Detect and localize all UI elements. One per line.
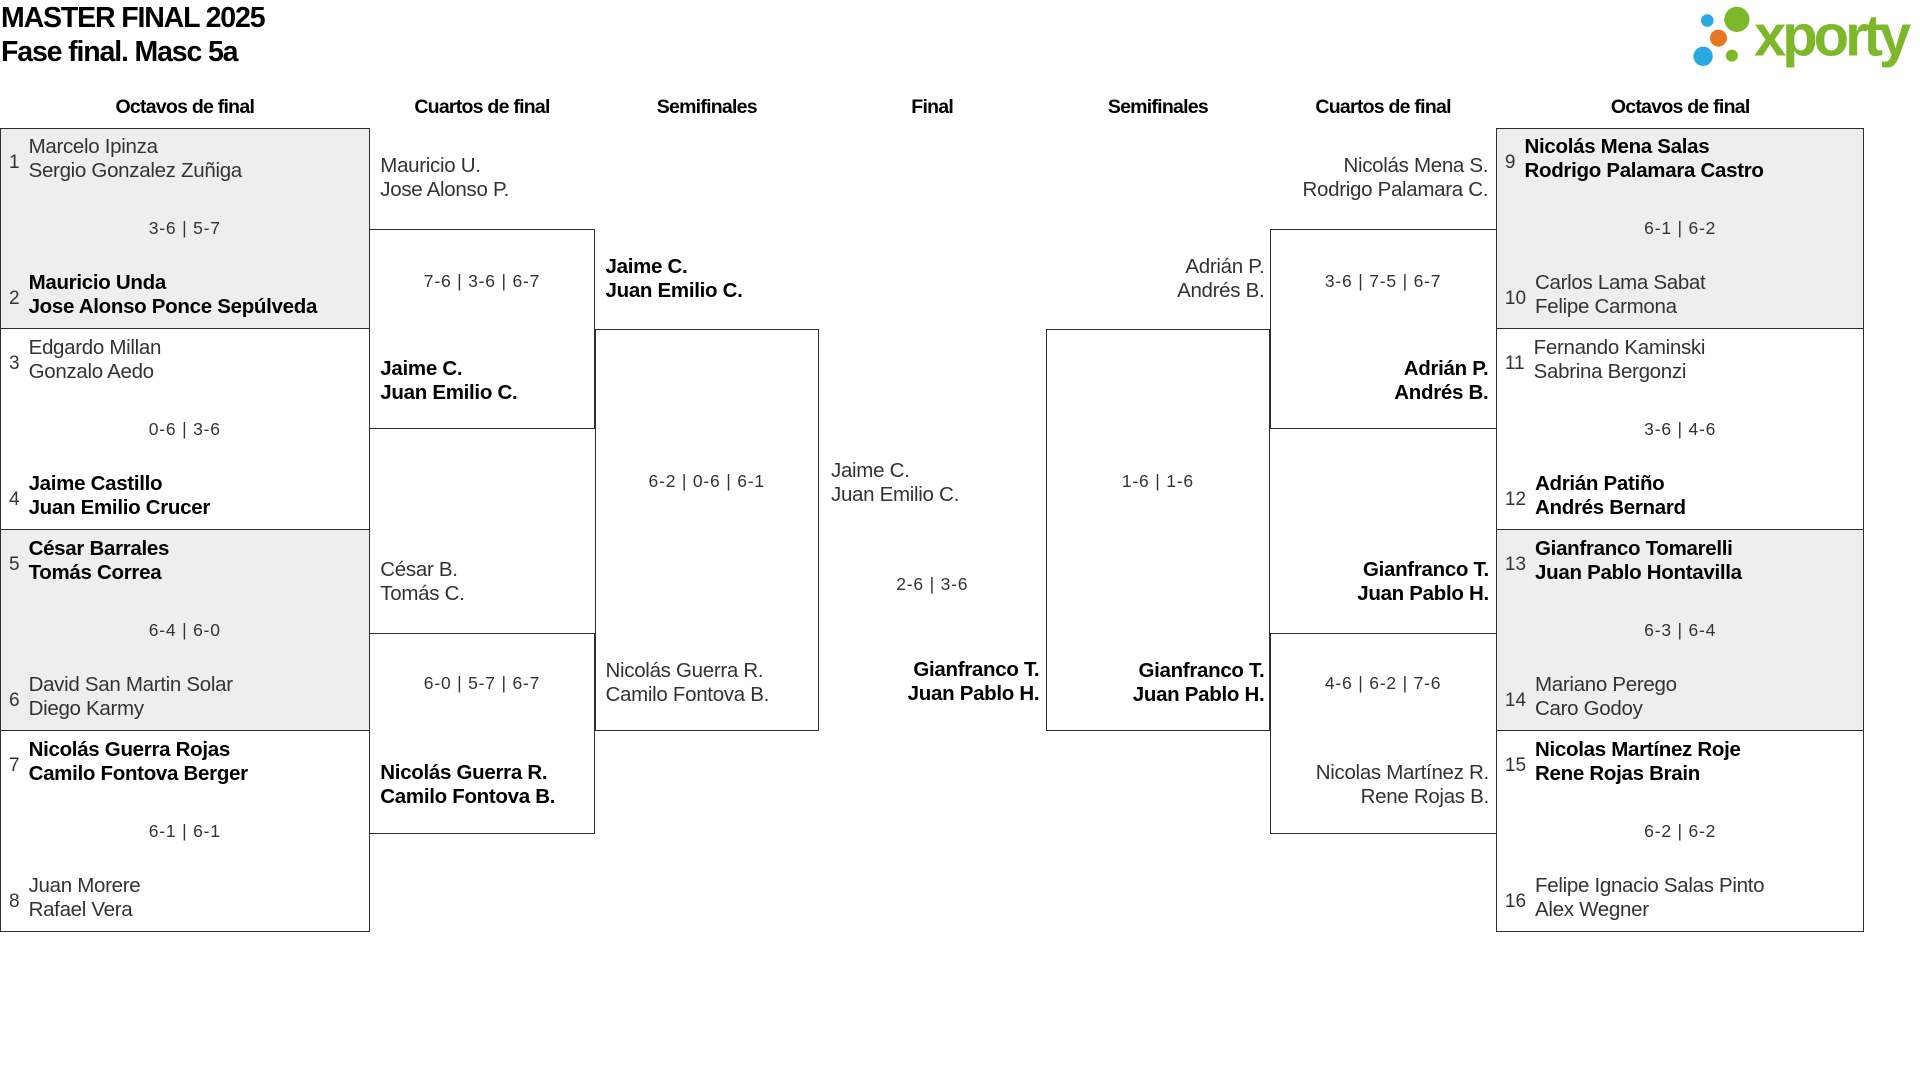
svg-text:xporty: xporty [1754, 4, 1911, 69]
